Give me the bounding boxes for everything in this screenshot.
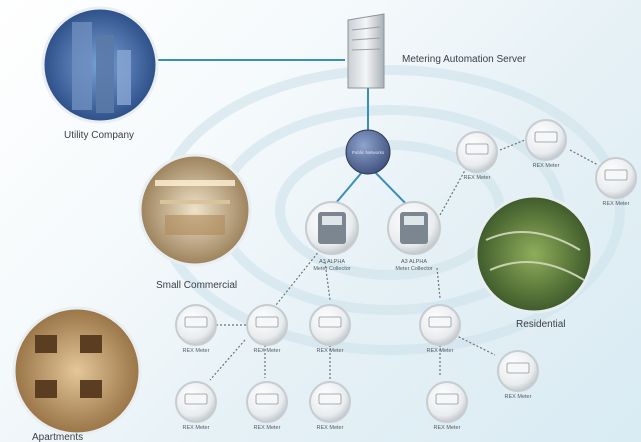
meter-display — [184, 316, 208, 328]
mall-photo-icon — [138, 153, 252, 267]
collector-2[interactable]: A3 ALPHA Meter Collector — [387, 201, 441, 272]
label-network: Public Networks — [352, 150, 385, 155]
rex-meter[interactable]: REX Meter — [456, 131, 498, 181]
network-cloud-icon — [345, 129, 391, 175]
label-utility-company: Utility Company — [64, 130, 134, 141]
rex-meter[interactable]: REX Meter — [525, 119, 567, 169]
rex-meter[interactable]: REX Meter — [175, 381, 217, 431]
rex-meter-label: REX Meter — [183, 348, 210, 354]
meter-display — [428, 316, 452, 328]
rex-meter[interactable]: REX Meter — [309, 381, 351, 431]
wireless-links — [209, 139, 599, 381]
site-residential: Residential — [474, 194, 594, 330]
rex-meter-label: REX Meter — [183, 425, 210, 431]
server-tower-icon — [347, 13, 385, 89]
meter-display — [255, 316, 279, 328]
rex-meter[interactable]: REX Meter — [175, 304, 217, 354]
rex-meter[interactable]: REX Meter — [497, 350, 539, 400]
rex-meter-label: REX Meter — [427, 348, 454, 354]
meter-display — [318, 316, 342, 328]
rex-meter-label: REX Meter — [254, 425, 281, 431]
collector-2-line1: A3 ALPHA — [401, 259, 427, 265]
rex-meter-label: REX Meter — [434, 425, 461, 431]
collector-1[interactable]: A3 ALPHA Meter Collector — [305, 201, 359, 272]
meter-display — [506, 362, 530, 374]
rex-meter-label: REX Meter — [603, 201, 630, 207]
rex-meter[interactable]: REX Meter — [309, 304, 351, 354]
label-server: Metering Automation Server — [402, 54, 527, 65]
rex-meter-label: REX Meter — [533, 163, 560, 169]
site-apartments: Apartments — [12, 306, 142, 442]
rex-meter[interactable]: REX Meter — [595, 157, 637, 207]
collector-1-line1: A3 ALPHA — [319, 259, 345, 265]
meter-display — [435, 393, 459, 405]
meter-display — [604, 169, 628, 181]
meter-display — [534, 131, 558, 143]
site-utility: Utility Company — [41, 6, 159, 141]
network-node[interactable]: Public Networks — [345, 129, 391, 175]
apartments-photo-icon — [12, 306, 142, 436]
label-residential: Residential — [516, 319, 565, 330]
meter-display — [465, 143, 489, 155]
meter-display — [255, 393, 279, 405]
meter-display — [318, 393, 342, 405]
rex-meter-label: REX Meter — [464, 175, 491, 181]
rex-meter-label: REX Meter — [254, 348, 281, 354]
rex-meter-label: REX Meter — [317, 425, 344, 431]
rex-meter[interactable]: REX Meter — [246, 304, 288, 354]
rex-meter[interactable]: REX Meter — [246, 381, 288, 431]
rex-meter[interactable]: REX Meter — [426, 381, 468, 431]
rex-meter-label: REX Meter — [505, 394, 532, 400]
rex-meter-label: REX Meter — [317, 348, 344, 354]
label-small-commercial: Small Commercial — [156, 280, 237, 291]
collector-2-line2: Meter Collector — [395, 266, 432, 272]
neighborhood-photo-icon — [474, 194, 594, 314]
label-apartments: Apartments — [32, 432, 83, 442]
collector-1-line2: Meter Collector — [313, 266, 350, 272]
server-node[interactable]: Metering Automation Server — [347, 13, 527, 89]
rex-meter[interactable]: REX Meter — [419, 304, 461, 354]
site-commercial: Small Commercial — [138, 153, 252, 291]
meter-display — [184, 393, 208, 405]
